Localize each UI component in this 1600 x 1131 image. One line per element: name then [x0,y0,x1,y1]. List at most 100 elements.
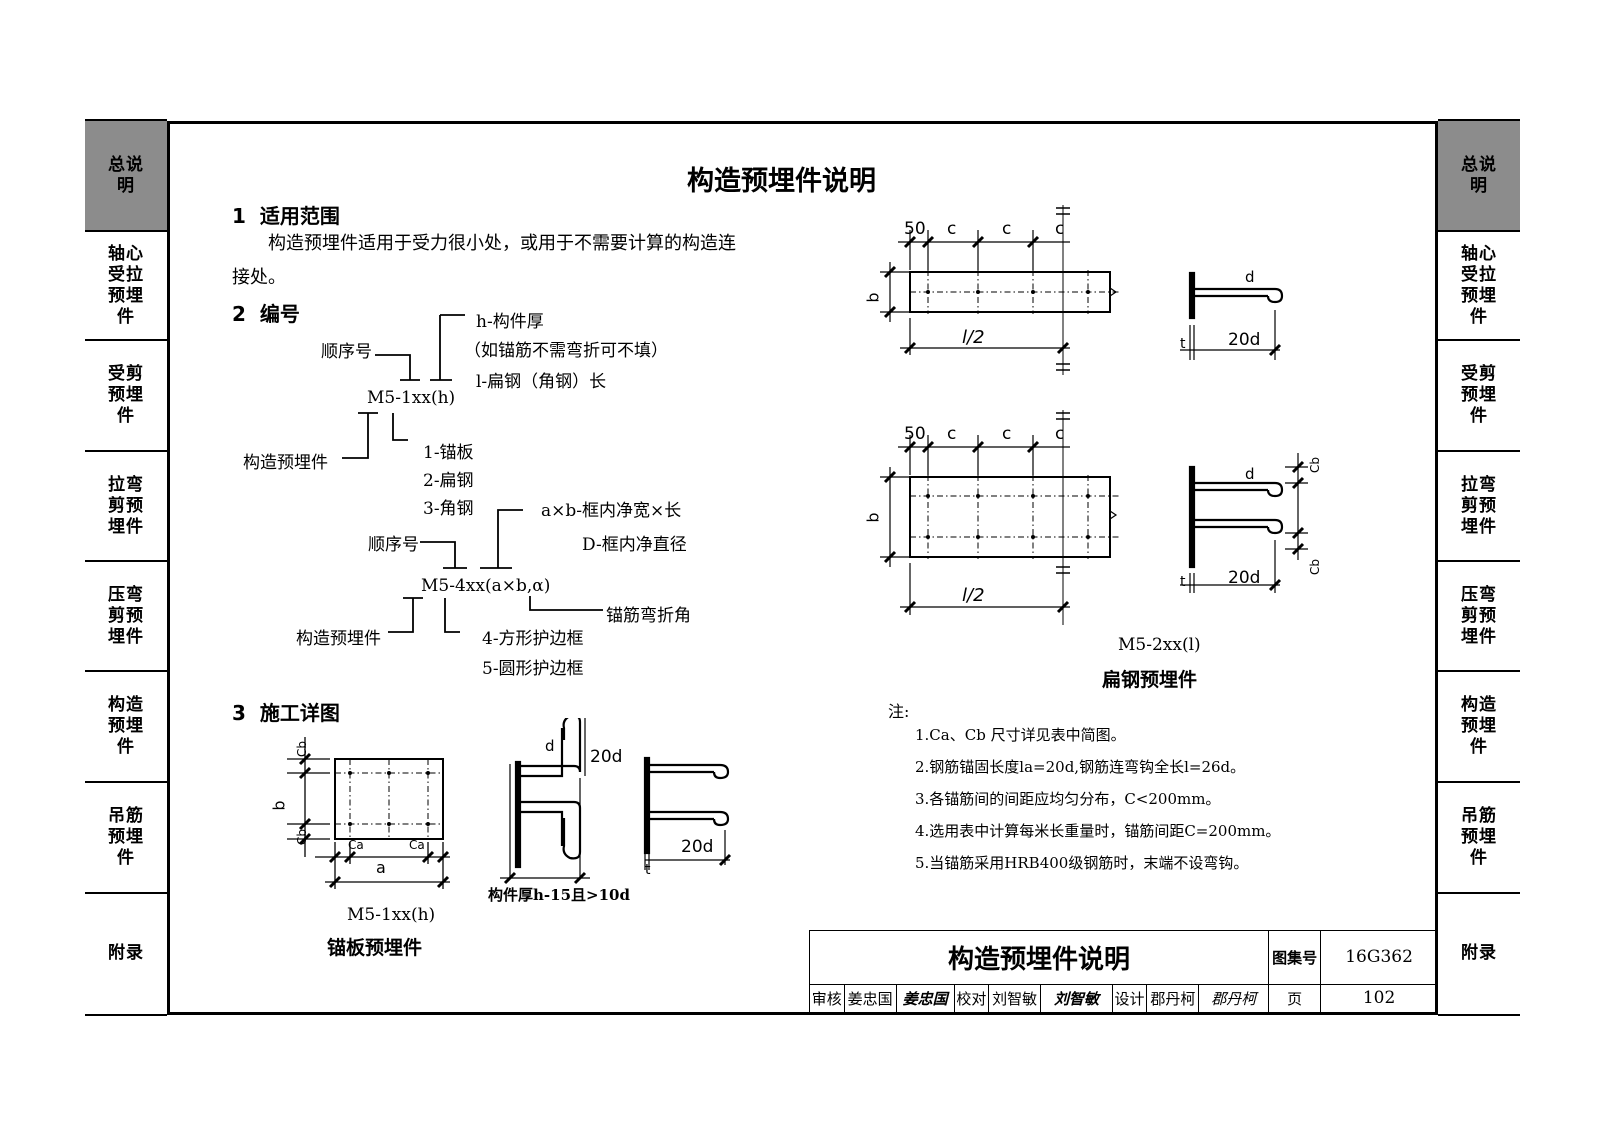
tab-tension-bending-shear-right[interactable]: 拉弯剪预埋件 [1438,452,1520,562]
tab-general-right[interactable]: 总说明 [1438,121,1520,232]
code2-opt4: 4-方形护边框 [482,629,584,649]
code2-seq-label: 顺序号 [368,535,419,555]
section1-line2: 接处。 [232,267,286,288]
tab-structural[interactable]: 构造预埋件 [85,672,167,783]
review-label: 审核 [809,983,845,1014]
plate-dim-cb-top: Cb [295,741,309,757]
tab-hanger[interactable]: 吊筋预埋件 [85,783,167,894]
page-no: 102 [1320,983,1438,1014]
flat-steel-plan-1 [880,205,1120,375]
section3-heading: 3 施工详图 [232,701,340,725]
page-label: 页 [1268,983,1322,1014]
fs1-dim-c1: c [947,219,957,239]
bent-note: 构件厚h-15且>10d [488,886,630,904]
left-tab-column: 总说明 轴心受拉预埋件 受剪预埋件 拉弯剪预埋件 压弯剪预埋件 构造预埋件 吊筋… [85,119,167,1016]
fs2-dim-c2: c [1002,424,1012,444]
note-1: 1.Ca、Cb 尺寸详见表中简图。 [915,726,1126,744]
design-label: 设计 [1111,983,1148,1014]
code2-opt5: 5-圆形护边框 [482,659,584,679]
straight-anchor-section [643,756,732,870]
fs1-dim-c2: c [1002,219,1012,239]
section1-line1: 构造预埋件适用于受力很小处，或用于不需要计算的构造连 [268,233,736,254]
fs1-dim-b: b [863,292,883,303]
fs2-side-dim-cb-top: Cb [1308,457,1322,473]
tab-compression-bending-shear-right[interactable]: 压弯剪预埋件 [1438,562,1520,672]
atlas-no: 16G362 [1320,930,1438,985]
designer-sign: 郡丹柯 [1198,983,1270,1014]
right-tab-column: 总说明 轴心受拉预埋件 受剪预埋件 拉弯剪预埋件 压弯剪预埋件 构造预埋件 吊筋… [1438,119,1520,1016]
fs2-dim-lhalf: l/2 [962,585,985,606]
reviewer: 姜忠国 [843,983,897,1014]
code2-ab-label: a×b-框内净宽×长 [541,501,682,521]
plate-dim-ca-right: Ca [409,838,425,852]
plate-caption: 锚板预埋件 [327,937,423,959]
checker: 刘智敏 [988,983,1042,1014]
code1-opt3: 3-角钢 [423,499,474,519]
tab-appendix-right[interactable]: 附录 [1461,942,1497,963]
code1-seq-label: 顺序号 [321,342,372,362]
drawing-frame [167,121,1438,1015]
fs2-side-dim-t: t [1180,574,1186,590]
numbering-diagram [342,314,603,633]
tab-appendix[interactable]: 附录 [108,942,144,963]
straight-dim-20d: 20d [681,837,714,857]
fs2-dim-50: 50 [904,424,926,444]
reviewer-sign: 姜忠国 [895,983,955,1014]
flat-steel-side-2 [1180,453,1308,593]
bent-dim-d: d [545,737,555,755]
note-3: 3.各锚筋间的间距应均匀分布，C<200mm。 [915,790,1221,808]
tab-structural-right[interactable]: 构造预埋件 [1438,672,1520,783]
fs1-dim-lhalf: l/2 [962,327,985,348]
code1-opt2: 2-扁钢 [423,471,474,491]
fs1-dim-50: 50 [904,219,926,239]
tab-general[interactable]: 总说明 [85,121,167,232]
bent-dim-20d: 20d [590,747,623,767]
fs1-side-dim-t: t [1180,336,1186,352]
section1-heading: 1 适用范围 [232,204,340,228]
plate-dim-cb-bottom: Cb [295,829,309,845]
tab-shear-right[interactable]: 受剪预埋件 [1438,341,1520,452]
fs2-dim-c1: c [947,424,957,444]
note-2: 2.钢筋锚固长度la=20d,钢筋连弯钩全长l=26d。 [915,758,1246,776]
code2-angle-label: 锚筋弯折角 [606,606,691,626]
fs2-dim-c3: c [1055,424,1065,444]
tab-tension-bending-shear[interactable]: 拉弯剪预埋件 [85,452,167,562]
code2-code: M5-4xx(a×b,α) [421,576,551,596]
note-4: 4.选用表中计算每米长重量时，锚筋间距C=200mm。 [915,822,1281,840]
fs1-side-dim-d: d [1245,268,1255,286]
section2-heading: 2 编号 [232,302,300,326]
tab-hanger-right[interactable]: 吊筋预埋件 [1438,783,1520,894]
code1-h-label: h-构件厚 [476,312,544,332]
tab-axial-tension[interactable]: 轴心受拉预埋件 [85,232,167,341]
fs2-side-dim-20d: 20d [1228,568,1261,588]
flat-steel-code: M5-2xx(l) [1118,635,1201,655]
fs2-dim-b: b [863,512,883,523]
plate-dim-ca-left: Ca [348,838,364,852]
flat-steel-plan-2 [880,410,1120,625]
fs2-side-dim-cb-bottom: Cb [1308,559,1322,575]
tab-compression-bending-shear[interactable]: 压弯剪预埋件 [85,562,167,672]
code2-d-label: D-框内净直径 [582,535,687,555]
fs2-side-dim-d: d [1245,465,1255,483]
flat-steel-caption: 扁钢预埋件 [1102,669,1198,691]
title-block: 构造预埋件说明 图集号 16G362 审核 姜忠国 姜忠国 校对 刘智敏 刘智敏… [808,930,1438,1014]
code1-l-label: l-扁钢（角钢）长 [476,372,607,392]
bent-anchor-section [500,718,590,885]
code1-opt1: 1-锚板 [423,443,474,463]
fs1-side-dim-20d: 20d [1228,330,1261,350]
checker-sign: 刘智敏 [1040,983,1113,1014]
straight-dim-t: t [645,862,651,878]
note-5: 5.当锚筋采用HRB400级钢筋时，末端不设弯钩。 [915,854,1249,872]
tab-axial-tension-right[interactable]: 轴心受拉预埋件 [1438,232,1520,341]
code1-type-label: 构造预埋件 [243,453,328,473]
code1-code: M5-1xx(h) [367,388,456,408]
flat-steel-side-1 [1180,271,1284,360]
anchor-plate-plan [287,737,450,889]
check-label: 校对 [953,983,990,1014]
tab-shear[interactable]: 受剪预埋件 [85,341,167,452]
notes-heading: 注: [888,702,910,721]
designer: 郡丹柯 [1146,983,1200,1014]
atlas-label: 图集号 [1268,930,1322,985]
title-block-title: 构造预埋件说明 [808,930,1270,985]
page-title: 构造预埋件说明 [687,166,876,197]
